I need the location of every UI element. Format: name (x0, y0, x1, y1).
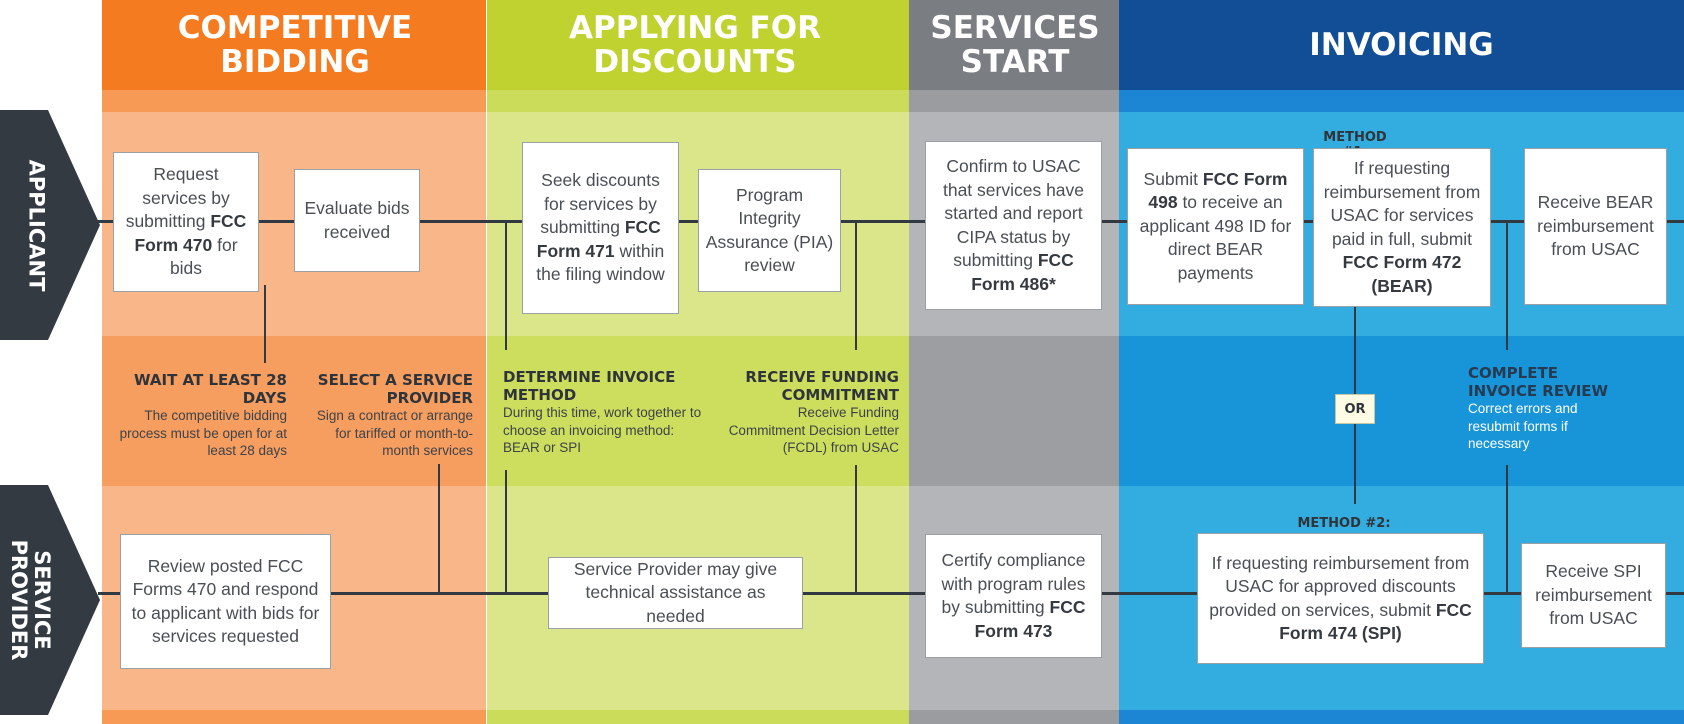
review-470-box: Review posted FCC Forms 470 and respond … (120, 534, 331, 669)
submit-498-text-end: to receive an applicant 498 ID for direc… (1139, 192, 1292, 283)
complete-note: COMPLETE INVOICE REVIEW Correct errors a… (1468, 364, 1618, 453)
band-blue-bottom (1119, 710, 1684, 724)
funding-note-title: RECEIVE FUNDING COMMITMENT (745, 368, 899, 404)
band-gray-middle (909, 336, 1119, 486)
select-connector (438, 464, 440, 594)
provider-flow-line (98, 592, 1684, 595)
lane-service-provider-line2: PROVIDER (7, 539, 31, 661)
certify-box: Certify compliance with program rules by… (925, 534, 1102, 658)
tech-assist-box: Service Provider may give technical assi… (548, 557, 803, 629)
band-orange-bottom (102, 710, 486, 724)
band-blue-top (1119, 90, 1684, 112)
receive-bear-box: Receive BEAR reimbursement from USAC (1524, 148, 1667, 305)
header-invoicing: INVOICING (1119, 0, 1684, 90)
band-orange-middle (102, 336, 486, 486)
header-competitive-bidding-text: COMPETITIVE BIDDING (177, 10, 413, 80)
request-services-form: FCC Form 470 (134, 211, 247, 255)
funding-note: RECEIVE FUNDING COMMITMENT Receive Fundi… (728, 368, 899, 457)
determine-connector-bottom (505, 470, 507, 594)
lane-applicant: APPLICANT (0, 110, 100, 340)
method1-form: FCC Form 472 (BEAR) (1342, 252, 1462, 296)
header-applying-for-discounts: APPLYING FOR DISCOUNTS (560, 0, 830, 90)
complete-connector-top (1506, 220, 1508, 350)
determine-note: DETERMINE INVOICE METHOD During this tim… (503, 368, 708, 457)
band-green-middle (487, 336, 909, 486)
request-services-text-end: for bids (169, 234, 238, 279)
band-green-top (487, 90, 909, 112)
submit-498-text: Submit (1143, 168, 1198, 189)
method1-text: If requesting reimbursement from USAC fo… (1323, 158, 1481, 249)
header-invoicing-text: INVOICING (1309, 27, 1494, 63)
receive-spi-box: Receive SPI reimbursement from USAC (1521, 543, 1666, 648)
pia-review-text: Program Integrity Assurance (PIA) review (705, 184, 834, 276)
submit-498-form: FCC Form 498 (1148, 168, 1288, 213)
lane-service-provider: SERVICE PROVIDER (0, 485, 100, 715)
confirm-usac-text: Confirm to USAC that services have start… (942, 156, 1085, 270)
determine-connector-top (505, 220, 507, 350)
band-gray-header (909, 0, 1119, 90)
applicant-flow-line (98, 220, 1684, 223)
method2-label: METHOD #2: (1297, 516, 1391, 531)
complete-note-title: COMPLETE INVOICE REVIEW (1468, 364, 1609, 400)
lane-applicant-label: APPLICANT (24, 159, 49, 292)
or-connector-top (1354, 306, 1356, 394)
tech-assist-text: Service Provider may give technical assi… (573, 558, 778, 626)
or-connector-bottom (1354, 424, 1356, 504)
certify-form: FCC Form 473 (974, 597, 1086, 641)
band-orange-header (102, 0, 486, 90)
header-services-start: SERVICES START (925, 0, 1105, 90)
wait-note-title: WAIT AT LEAST 28 DAYS (134, 371, 287, 407)
band-green-bottom (487, 710, 909, 724)
funding-note-body: Receive Funding Commitment Decision Lett… (728, 405, 899, 455)
band-orange-top (102, 90, 486, 112)
band-gray-top (909, 90, 1119, 112)
method2-text: If requesting reimbursement from USAC fo… (1209, 552, 1470, 620)
determine-note-title: DETERMINE INVOICE METHOD (503, 368, 676, 404)
header-services-start-text: SERVICES START (930, 10, 1100, 80)
lane-service-provider-line1: SERVICE (30, 550, 54, 650)
funding-connector-bottom (855, 465, 857, 594)
band-blue-header (1119, 0, 1684, 90)
receive-spi-text: Receive SPI reimbursement from USAC (1535, 561, 1652, 629)
review-470-text: Review posted FCC Forms 470 and respond … (131, 555, 320, 647)
seek-discounts-text-end: within the filing window (536, 240, 665, 285)
lane-service-provider-arrow (0, 485, 100, 715)
wait-connector (264, 285, 266, 363)
band-blue-middle (1119, 336, 1684, 486)
confirm-usac-form: FCC Form 486* (971, 250, 1074, 294)
funding-connector-top (855, 220, 857, 350)
pia-review-box: Program Integrity Assurance (PIA) review (698, 169, 841, 292)
lane-service-provider-label: SERVICE PROVIDER (7, 530, 54, 670)
band-gray-bottom (909, 710, 1119, 724)
select-note-body: Sign a contract or arrange for tariffed … (316, 408, 473, 458)
evaluate-bids-text: Evaluate bids received (304, 198, 410, 242)
method2-box: If requesting reimbursement from USAC fo… (1197, 533, 1484, 664)
seek-discounts-text: Seek discounts for services by submittin… (540, 170, 660, 238)
submit-498-box: Submit FCC Form 498 to receive an applic… (1127, 148, 1304, 305)
request-services-text: Request services by submitting (125, 164, 230, 232)
band-green-header (487, 0, 909, 90)
select-note-title: SELECT A SERVICE PROVIDER (317, 371, 473, 407)
wait-note: WAIT AT LEAST 28 DAYS The competitive bi… (115, 371, 287, 460)
complete-note-body: Correct errors and resubmit forms if nec… (1468, 401, 1578, 451)
or-badge: OR (1335, 394, 1375, 424)
complete-connector-bottom (1506, 465, 1508, 594)
evaluate-bids-box: Evaluate bids received (294, 169, 420, 272)
method1-box: If requesting reimbursement from USAC fo… (1313, 148, 1491, 307)
receive-bear-text: Receive BEAR reimbursement from USAC (1537, 192, 1654, 260)
seek-discounts-form: FCC Form 471 (536, 217, 661, 261)
confirm-usac-box: Confirm to USAC that services have start… (925, 141, 1102, 310)
select-note: SELECT A SERVICE PROVIDER Sign a contrac… (305, 371, 473, 460)
method2-form: FCC Form 474 (SPI) (1279, 599, 1472, 644)
seek-discounts-box: Seek discounts for services by submittin… (522, 142, 679, 314)
wait-note-body: The competitive bidding process must be … (119, 408, 287, 458)
determine-note-body: During this time, work together to choos… (503, 405, 702, 455)
certify-text: Certify compliance with program rules by… (941, 550, 1086, 617)
request-services-box: Request services by submitting FCC Form … (113, 152, 259, 292)
lane-applicant-arrow (0, 110, 100, 340)
header-applying-for-discounts-text: APPLYING FOR DISCOUNTS (569, 10, 821, 80)
header-competitive-bidding: COMPETITIVE BIDDING (170, 0, 420, 90)
or-badge-text: OR (1344, 401, 1366, 417)
